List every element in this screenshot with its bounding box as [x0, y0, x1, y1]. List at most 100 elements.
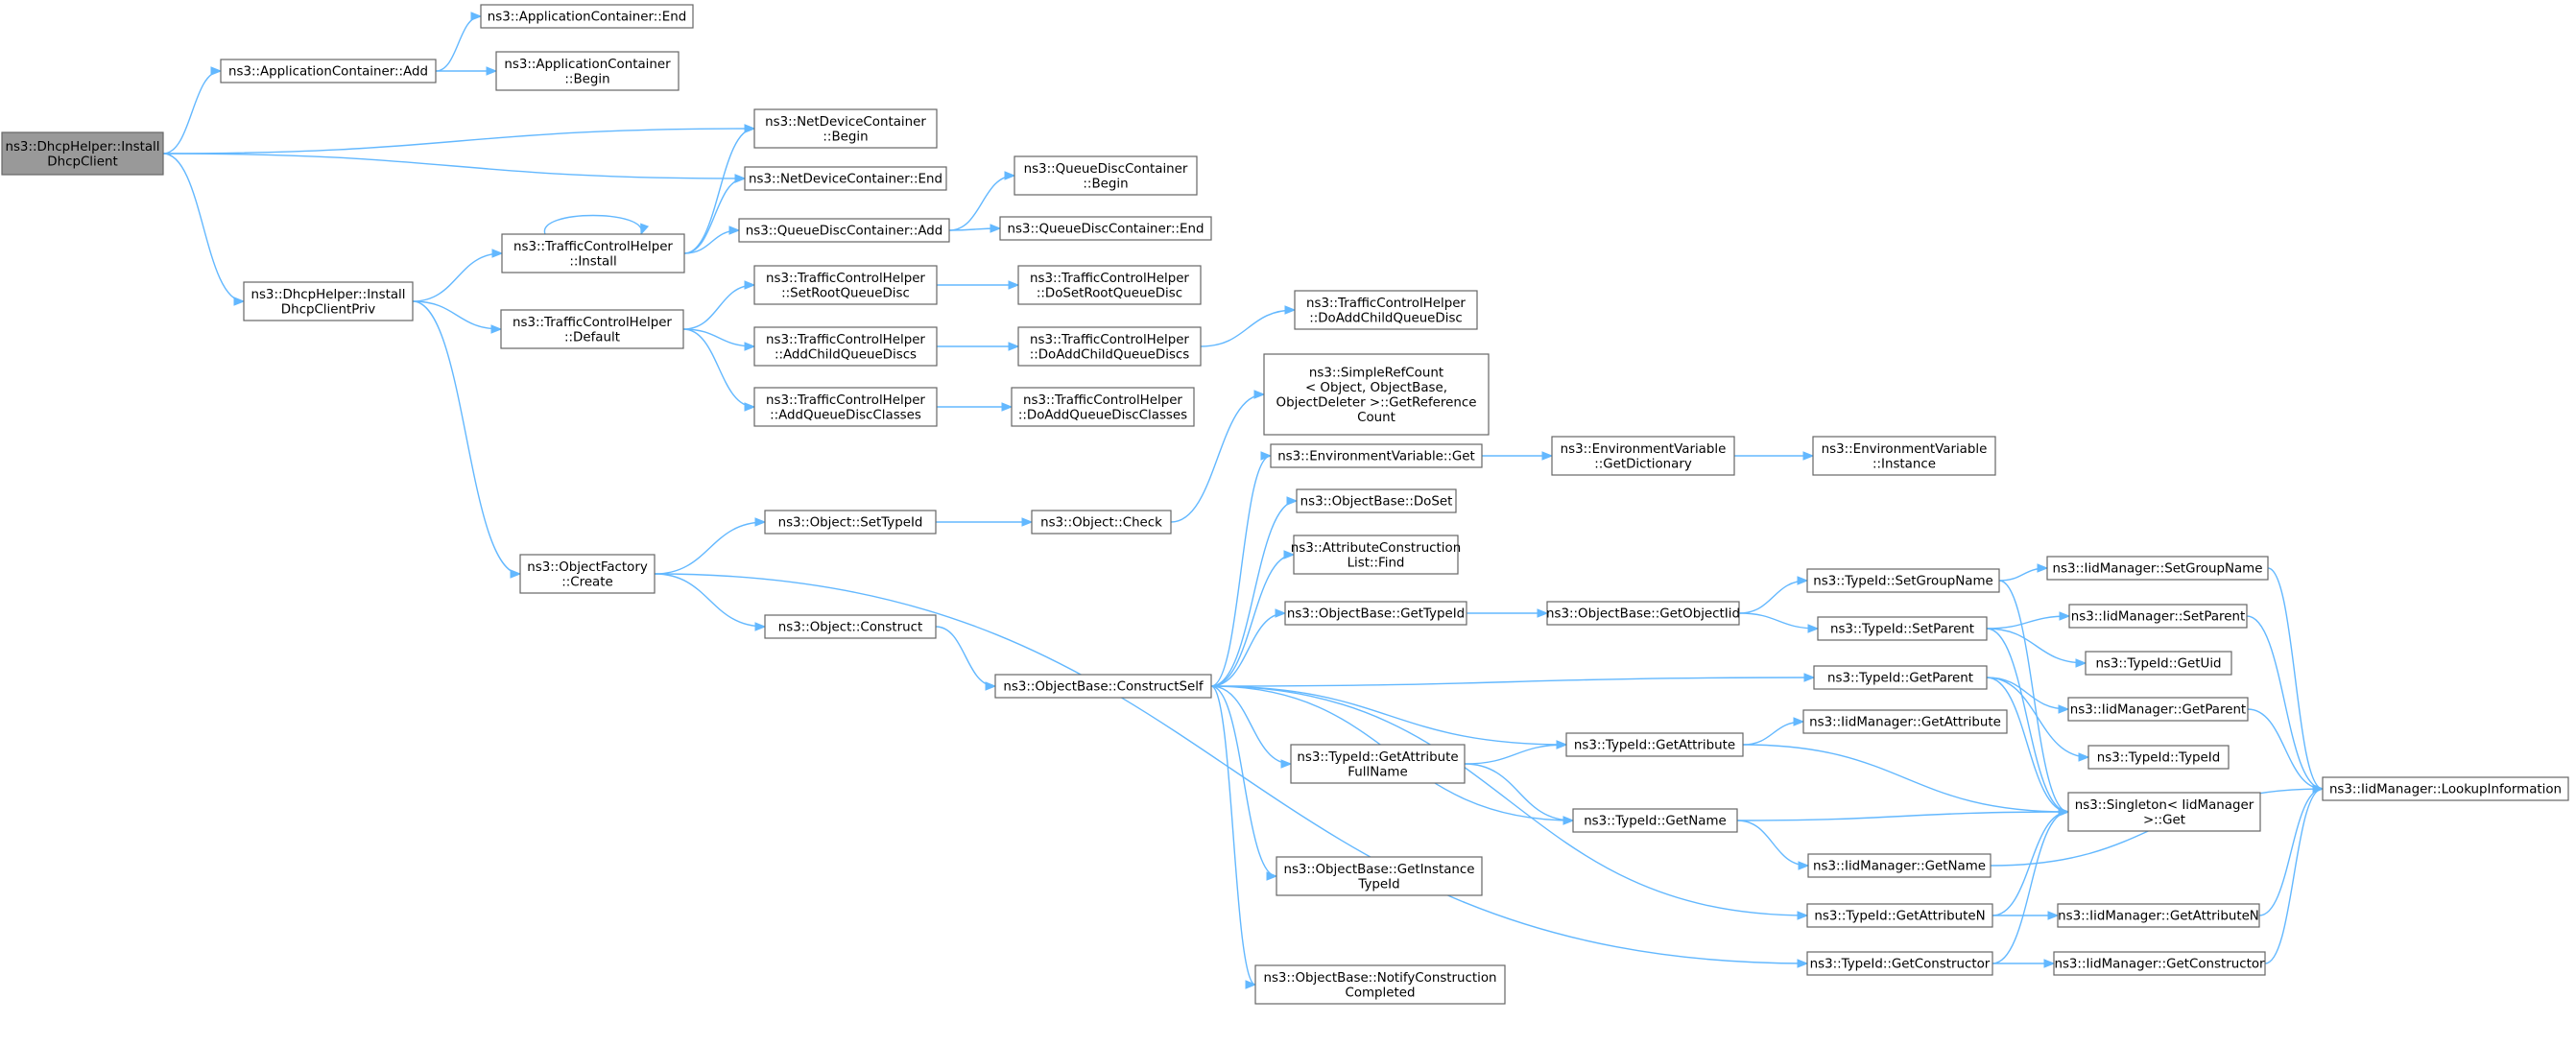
node-qdc-end[interactable]: ns3::QueueDiscContainer::End [999, 216, 1212, 241]
node-iid-getconstructor[interactable]: ns3::IidManager::GetConstructor [2053, 951, 2266, 976]
node-box[interactable] [738, 218, 950, 243]
node-iid-getname[interactable]: ns3::IidManager::GetName [1807, 853, 1992, 878]
node-box[interactable] [2067, 792, 2261, 832]
node-tch-install[interactable]: ns3::TrafficControlHelper::Install [501, 233, 685, 273]
node-singleton-get[interactable]: ns3::Singleton< IidManager>::Get [2067, 792, 2261, 832]
node-box[interactable] [1812, 436, 1996, 476]
node-app-end[interactable]: ns3::ApplicationContainer::End [480, 4, 694, 29]
node-env-getdict[interactable]: ns3::EnvironmentVariable::GetDictionary [1551, 436, 1735, 476]
node-tch-default[interactable]: ns3::TrafficControlHelper::Default [500, 309, 684, 349]
node-box[interactable] [744, 166, 947, 191]
node-box[interactable] [2046, 556, 2269, 581]
node-box[interactable] [753, 265, 938, 305]
node-box[interactable] [1276, 856, 1483, 896]
node-box[interactable] [1014, 155, 1198, 196]
node-box[interactable] [2087, 745, 2230, 770]
node-tch-addclasses[interactable]: ns3::TrafficControlHelper::AddQueueDiscC… [753, 387, 938, 427]
node-box[interactable] [2068, 604, 2248, 629]
node-tid-getparent[interactable]: ns3::TypeId::GetParent [1813, 665, 1988, 690]
node-box[interactable] [1806, 903, 1993, 928]
node-app-add[interactable]: ns3::ApplicationContainer::Add [220, 59, 437, 83]
node-iid-setgroupname[interactable]: ns3::IidManager::SetGroupName [2046, 556, 2269, 581]
node-tid-getuid[interactable]: ns3::TypeId::GetUid [2085, 651, 2232, 676]
node-box[interactable] [1551, 436, 1735, 476]
node-box[interactable] [1813, 665, 1988, 690]
node-obj-settypeid[interactable]: ns3::Object::SetTypeId [764, 510, 937, 535]
node-box[interactable] [1572, 808, 1738, 833]
node-ob-doset[interactable]: ns3::ObjectBase::DoSet [1296, 488, 1457, 513]
node-box[interactable] [500, 309, 684, 349]
node-box[interactable] [220, 59, 437, 83]
node-box[interactable] [1294, 290, 1478, 330]
node-box[interactable] [1011, 387, 1195, 427]
node-box[interactable] [764, 510, 937, 535]
node-box[interactable] [2322, 776, 2569, 801]
node-of-create[interactable]: ns3::ObjectFactory::Create [519, 554, 656, 594]
node-box[interactable] [1802, 709, 2008, 734]
node-box[interactable] [243, 281, 414, 321]
node-box[interactable] [1806, 951, 1993, 976]
node-box[interactable] [1017, 265, 1202, 305]
node-tch-setroot[interactable]: ns3::TrafficControlHelper::SetRootQueueD… [753, 265, 938, 305]
node-box[interactable] [753, 108, 938, 149]
node-iid-getattribute[interactable]: ns3::IidManager::GetAttribute [1802, 709, 2008, 734]
node-box[interactable] [1807, 853, 1992, 878]
node-iid-lookup[interactable]: ns3::IidManager::LookupInformation [2322, 776, 2569, 801]
node-box[interactable] [1806, 568, 2000, 593]
node-src-getref[interactable]: ns3::SimpleRefCount< Object, ObjectBase,… [1263, 353, 1490, 436]
node-iid-getparent[interactable]: ns3::IidManager::GetParent [2067, 697, 2249, 722]
node-box[interactable] [1270, 443, 1483, 468]
node-tid-getname[interactable]: ns3::TypeId::GetName [1572, 808, 1738, 833]
node-ob-constructself[interactable]: ns3::ObjectBase::ConstructSelf [994, 674, 1212, 699]
node-tid-getattributen[interactable]: ns3::TypeId::GetAttributeN [1806, 903, 1993, 928]
node-obj-check[interactable]: ns3::Object::Check [1031, 510, 1172, 535]
node-ndc-begin[interactable]: ns3::NetDeviceContainer::Begin [753, 108, 938, 149]
node-tid-setparent[interactable]: ns3::TypeId::SetParent [1817, 616, 1988, 641]
node-box[interactable] [519, 554, 656, 594]
node-tch-doaddchild1[interactable]: ns3::TrafficControlHelper::DoAddChildQue… [1294, 290, 1478, 330]
node-tch-doaddchild[interactable]: ns3::TrafficControlHelper::DoAddChildQue… [1017, 326, 1202, 367]
node-tid-setgroupname[interactable]: ns3::TypeId::SetGroupName [1806, 568, 2000, 593]
node-box[interactable] [1546, 601, 1740, 626]
node-box[interactable] [480, 4, 694, 29]
node-ndc-end[interactable]: ns3::NetDeviceContainer::End [744, 166, 947, 191]
node-app-begin[interactable]: ns3::ApplicationContainer::Begin [495, 51, 680, 91]
node-ob-getobjectiid[interactable]: ns3::ObjectBase::GetObjectIid [1546, 601, 1740, 626]
node-box[interactable] [1, 131, 164, 176]
node-tid-getattribute[interactable]: ns3::TypeId::GetAttribute [1565, 732, 1744, 757]
node-box[interactable] [495, 51, 680, 91]
node-box[interactable] [2057, 903, 2260, 928]
node-box[interactable] [1284, 601, 1467, 626]
node-box[interactable] [753, 387, 938, 427]
node-box[interactable] [2067, 697, 2249, 722]
node-box[interactable] [1263, 353, 1490, 436]
node-box[interactable] [999, 216, 1212, 241]
node-box[interactable] [1017, 326, 1202, 367]
node-obj-construct[interactable]: ns3::Object::Construct [764, 614, 937, 639]
node-box[interactable] [1290, 744, 1466, 784]
node-qdc-begin[interactable]: ns3::QueueDiscContainer::Begin [1014, 155, 1198, 196]
node-box[interactable] [1254, 964, 1506, 1005]
node-iid-setparent[interactable]: ns3::IidManager::SetParent [2068, 604, 2248, 629]
node-env-instance[interactable]: ns3::EnvironmentVariable::Instance [1812, 436, 1996, 476]
node-box[interactable] [1817, 616, 1988, 641]
node-box[interactable] [1293, 535, 1459, 575]
node-ob-notify[interactable]: ns3::ObjectBase::NotifyConstructionCompl… [1254, 964, 1506, 1005]
node-qdc-add[interactable]: ns3::QueueDiscContainer::Add [738, 218, 950, 243]
node-box[interactable] [501, 233, 685, 273]
node-box[interactable] [2085, 651, 2232, 676]
node-ob-gettypeid[interactable]: ns3::ObjectBase::GetTypeId [1284, 601, 1467, 626]
node-box[interactable] [994, 674, 1212, 699]
node-tid-typeid[interactable]: ns3::TypeId::TypeId [2087, 745, 2230, 770]
node-box[interactable] [1296, 488, 1457, 513]
node-box[interactable] [764, 614, 937, 639]
node-iid-getattributen[interactable]: ns3::IidManager::GetAttributeN [2057, 903, 2260, 928]
node-tch-addchild[interactable]: ns3::TrafficControlHelper::AddChildQueue… [753, 326, 938, 367]
node-env-get[interactable]: ns3::EnvironmentVariable::Get [1270, 443, 1483, 468]
node-box[interactable] [1031, 510, 1172, 535]
